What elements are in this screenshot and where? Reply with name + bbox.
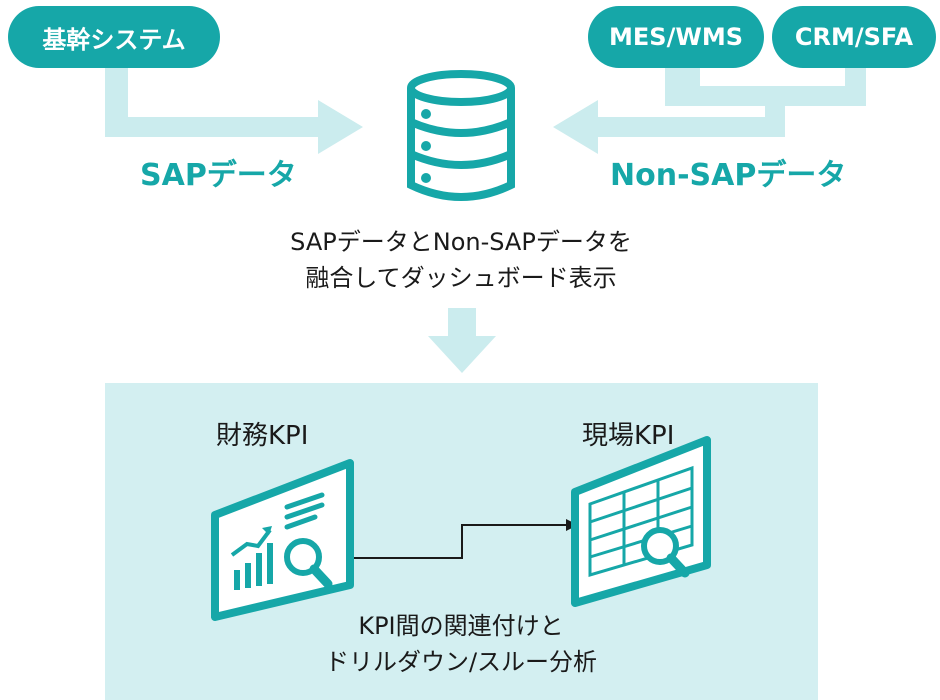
field-table-icon (571, 436, 711, 607)
crm-sfa-pill: CRM/SFA (772, 6, 936, 68)
fusion-caption-line-1: SAPデータとNon-SAPデータを (290, 228, 632, 256)
database-icon (407, 70, 515, 201)
mes-wms-label: MES/WMS (609, 23, 743, 51)
financial-kpi-title: 財務KPI (216, 421, 309, 451)
sap-data-label: SAPデータ (140, 158, 297, 193)
core-system-pill: 基幹システム (8, 6, 220, 68)
linkage-caption-line-2: ドリルダウン/スルー分析 (324, 648, 598, 676)
fusion-caption: SAPデータとNon-SAPデータを 融合してダッシュボード表示 (0, 224, 922, 296)
mes-wms-pill: MES/WMS (588, 6, 764, 68)
non-sap-flow-arrow (553, 66, 866, 154)
sap-flow-arrow (105, 66, 363, 154)
core-system-label: 基幹システム (42, 25, 186, 54)
crm-sfa-label: CRM/SFA (794, 23, 914, 51)
financial-dashboard-icon (211, 459, 354, 621)
non-sap-data-label: Non-SAPデータ (610, 158, 847, 193)
kpi-connector (352, 524, 567, 559)
down-arrow (428, 308, 496, 373)
linkage-caption: KPI間の関連付けと ドリルダウン/スルー分析 (0, 608, 922, 680)
linkage-caption-line-1: KPI間の関連付けと (358, 612, 564, 640)
field-kpi-title: 現場KPI (582, 421, 675, 451)
fusion-caption-line-2: 融合してダッシュボード表示 (305, 264, 617, 292)
